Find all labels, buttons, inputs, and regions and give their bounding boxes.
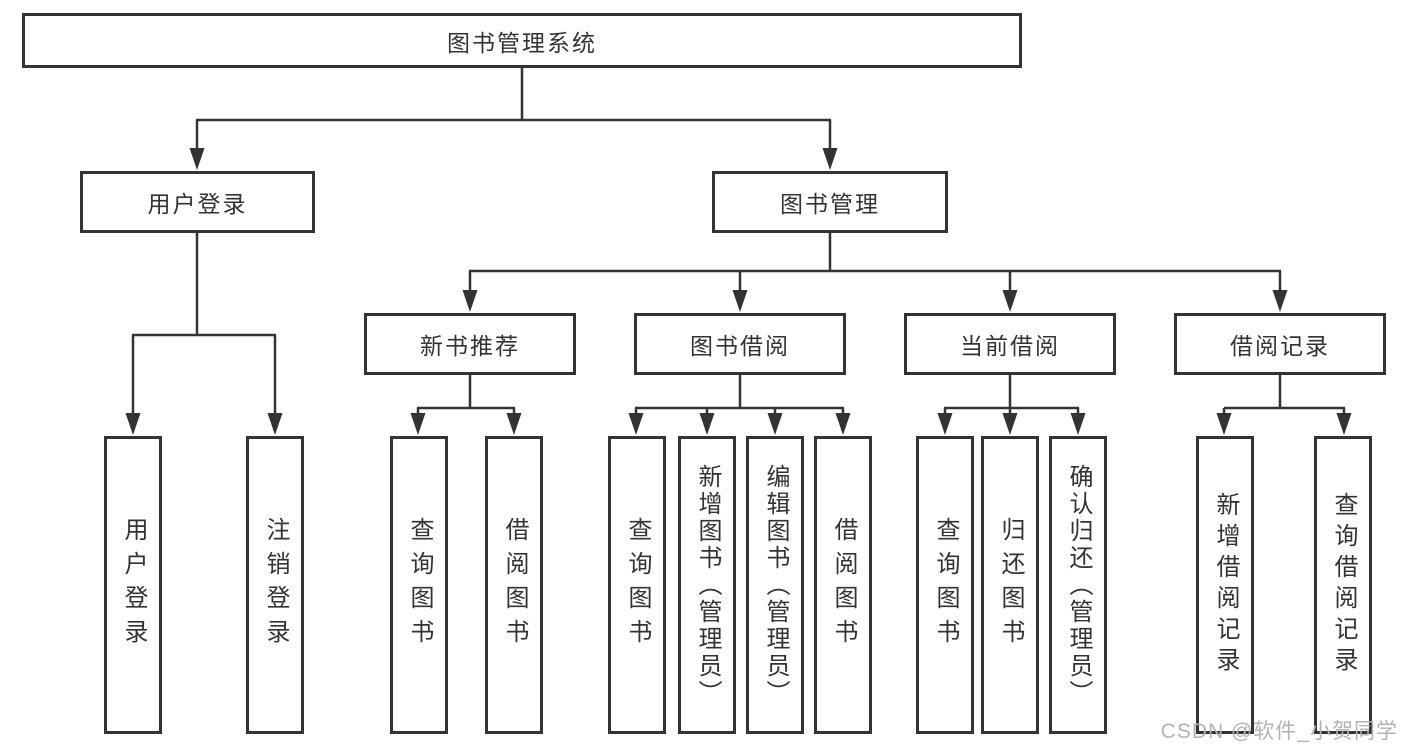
leaf-add-book-admin: 新增图书（管理员） bbox=[678, 436, 736, 734]
leaf-label: 新增借阅记录 bbox=[1212, 492, 1239, 678]
node-user-login: 用户登录 bbox=[80, 171, 315, 233]
leaf-label: 查询图书 bbox=[406, 517, 433, 653]
leaf-query-books-borrow: 查询图书 bbox=[608, 436, 666, 734]
arrowhead-icon bbox=[125, 148, 1352, 435]
connector-stems bbox=[131, 68, 1346, 417]
leaf-borrow-books: 借阅图书 bbox=[814, 436, 872, 734]
node-current-borrow: 当前借阅 bbox=[904, 313, 1116, 375]
leaf-add-borrow-record: 新增借阅记录 bbox=[1196, 436, 1254, 734]
leaf-label: 借阅图书 bbox=[501, 517, 528, 653]
leaf-label: 归还图书 bbox=[997, 517, 1024, 653]
leaf-logout: 注销登录 bbox=[246, 436, 304, 734]
leaf-query-books-current: 查询图书 bbox=[916, 436, 974, 734]
leaf-label: 编辑图书（管理员） bbox=[762, 463, 789, 707]
node-book-borrow: 图书借阅 bbox=[634, 313, 846, 375]
leaf-label: 借阅图书 bbox=[830, 517, 857, 653]
leaf-label: 确认归还（管理员） bbox=[1065, 463, 1092, 707]
leaf-label: 新增图书（管理员） bbox=[694, 463, 721, 707]
leaf-label: 查询图书 bbox=[624, 517, 651, 653]
leaf-user-login: 用户登录 bbox=[104, 436, 162, 734]
watermark: CSDN @软件_小贺同学 bbox=[1160, 720, 1398, 743]
leaf-return-books: 归还图书 bbox=[981, 436, 1039, 734]
leaf-label: 查询图书 bbox=[932, 517, 959, 653]
node-library-management-system: 图书管理系统 bbox=[22, 13, 1022, 68]
node-book-management: 图书管理 bbox=[712, 171, 948, 233]
leaf-label: 用户登录 bbox=[120, 517, 147, 653]
leaf-borrow-books-recommend: 借阅图书 bbox=[485, 436, 543, 734]
leaf-label: 查询借阅记录 bbox=[1330, 492, 1357, 678]
leaf-confirm-return-admin: 确认归还（管理员） bbox=[1049, 436, 1107, 734]
leaf-query-borrow-record: 查询借阅记录 bbox=[1314, 436, 1372, 734]
node-new-book-recommend: 新书推荐 bbox=[364, 313, 576, 375]
node-borrow-records: 借阅记录 bbox=[1174, 313, 1386, 375]
leaf-label: 注销登录 bbox=[262, 517, 289, 653]
leaf-edit-book-admin: 编辑图书（管理员） bbox=[746, 436, 804, 734]
leaf-query-books-recommend: 查询图书 bbox=[390, 436, 448, 734]
